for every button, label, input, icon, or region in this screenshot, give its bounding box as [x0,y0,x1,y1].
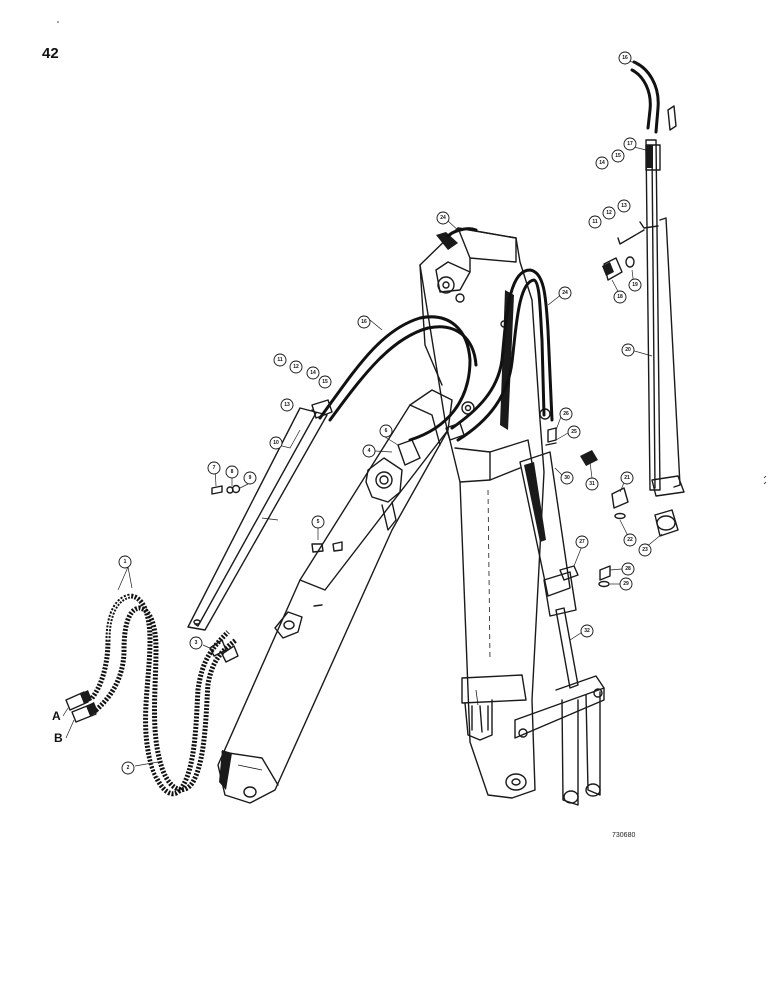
callout-31: 31 [585,477,599,491]
svg-text:13: 13 [621,203,627,209]
callout-26: 26 [559,407,573,421]
svg-text:18: 18 [617,294,623,300]
svg-text:4: 4 [368,448,371,454]
svg-text:16: 16 [361,319,367,325]
svg-text:14: 14 [599,160,605,166]
coiled-hose-assembly [65,593,239,797]
callout-2: 2 [121,761,135,775]
svg-text:5: 5 [317,519,320,525]
svg-text:31: 31 [589,481,595,487]
svg-text:23: 23 [642,547,648,553]
svg-text:25: 25 [571,429,577,435]
callout-14-detail: 14 [595,156,609,170]
callout-3: 3 [189,636,203,650]
svg-text:27: 27 [579,539,585,545]
svg-text:6: 6 [385,428,388,434]
callout-10: 10 [269,436,283,450]
callout-14: 14 [306,366,320,380]
callout-20: 20 [621,343,635,357]
leader-lines [117,59,663,767]
callout-29: 29 [619,577,633,591]
svg-text:32: 32 [584,628,590,634]
callout-21: 21 [620,471,634,485]
callout-6: 6 [379,424,393,438]
callout-19: 19 [628,278,642,292]
svg-text:19: 19 [632,282,638,288]
svg-text:20: 20 [625,347,631,353]
hydraulic-hoses [311,60,660,442]
callout-11: 11 [273,353,287,367]
callout-17: 17 [623,137,637,151]
callout-13: 13 [280,398,294,412]
callout-11-detail: 11 [588,215,602,229]
hose-guard [187,407,328,631]
callout-13-detail: 13 [617,199,631,213]
callout-24-top: 24 [436,211,450,225]
callout-15-detail: 15 [611,149,625,163]
callout-28: 28 [621,562,635,576]
callout-30-cyl: 30 [560,471,574,485]
svg-text:10: 10 [273,440,279,446]
svg-text:26: 26 [563,411,569,417]
callout-16-detail: 16 [618,51,632,65]
svg-text:28: 28 [625,566,631,572]
callout-24-side: 24 [558,286,572,300]
callout-12: 12 [289,360,303,374]
callout-1: 1 [118,555,132,569]
port-label-b: B [54,731,63,745]
callout-4: 4 [362,444,376,458]
svg-text:24: 24 [440,215,446,221]
svg-text:7: 7 [213,465,216,471]
boom-tower [419,227,551,799]
svg-text:9: 9 [249,475,252,481]
callout-bubbles: 1 2 3 4 5 6 7 8 9 10 11 12 13 14 15 16 2… [118,51,652,775]
callout-25: 25 [567,425,581,439]
svg-text:2: 2 [127,765,130,771]
callout-5: 5 [311,515,325,529]
callout-16-boom: 16 [357,315,371,329]
svg-text:29: 29 [623,581,629,587]
callout-9: 9 [243,471,257,485]
callout-27: 27 [575,535,589,549]
dipper-arm [217,389,453,804]
cylinder-detail [602,105,685,537]
svg-text:13: 13 [284,402,290,408]
callout-23: 23 [638,543,652,557]
callout-18: 18 [613,290,627,304]
callout-12-detail: 12 [602,206,616,220]
svg-text:15: 15 [615,153,621,159]
svg-text:22: 22 [627,537,633,543]
callout-22: 22 [623,533,637,547]
svg-text:3: 3 [195,640,198,646]
svg-text:24: 24 [562,290,568,296]
callout-15: 15 [318,375,332,389]
svg-text:8: 8 [231,469,234,475]
drawing-number: 730680 [612,832,636,839]
callout-8: 8 [225,465,239,479]
svg-text:14: 14 [310,370,316,376]
page-number: 42 [42,45,59,62]
cylinder-assembly [514,427,611,806]
svg-text:11: 11 [592,219,598,225]
svg-text:15: 15 [322,379,328,385]
svg-text:16: 16 [622,55,628,61]
svg-text:12: 12 [293,364,299,370]
port-label-a: A [52,709,61,723]
callout-7: 7 [207,461,221,475]
fasteners-7-8-9 [211,484,343,553]
svg-text:12: 12 [606,210,612,216]
callout-32: 32 [580,624,594,638]
svg-text:11: 11 [277,357,283,363]
svg-text:21: 21 [624,475,630,481]
svg-text:17: 17 [627,141,633,147]
svg-text:30: 30 [564,475,570,481]
svg-text:1: 1 [124,559,127,565]
